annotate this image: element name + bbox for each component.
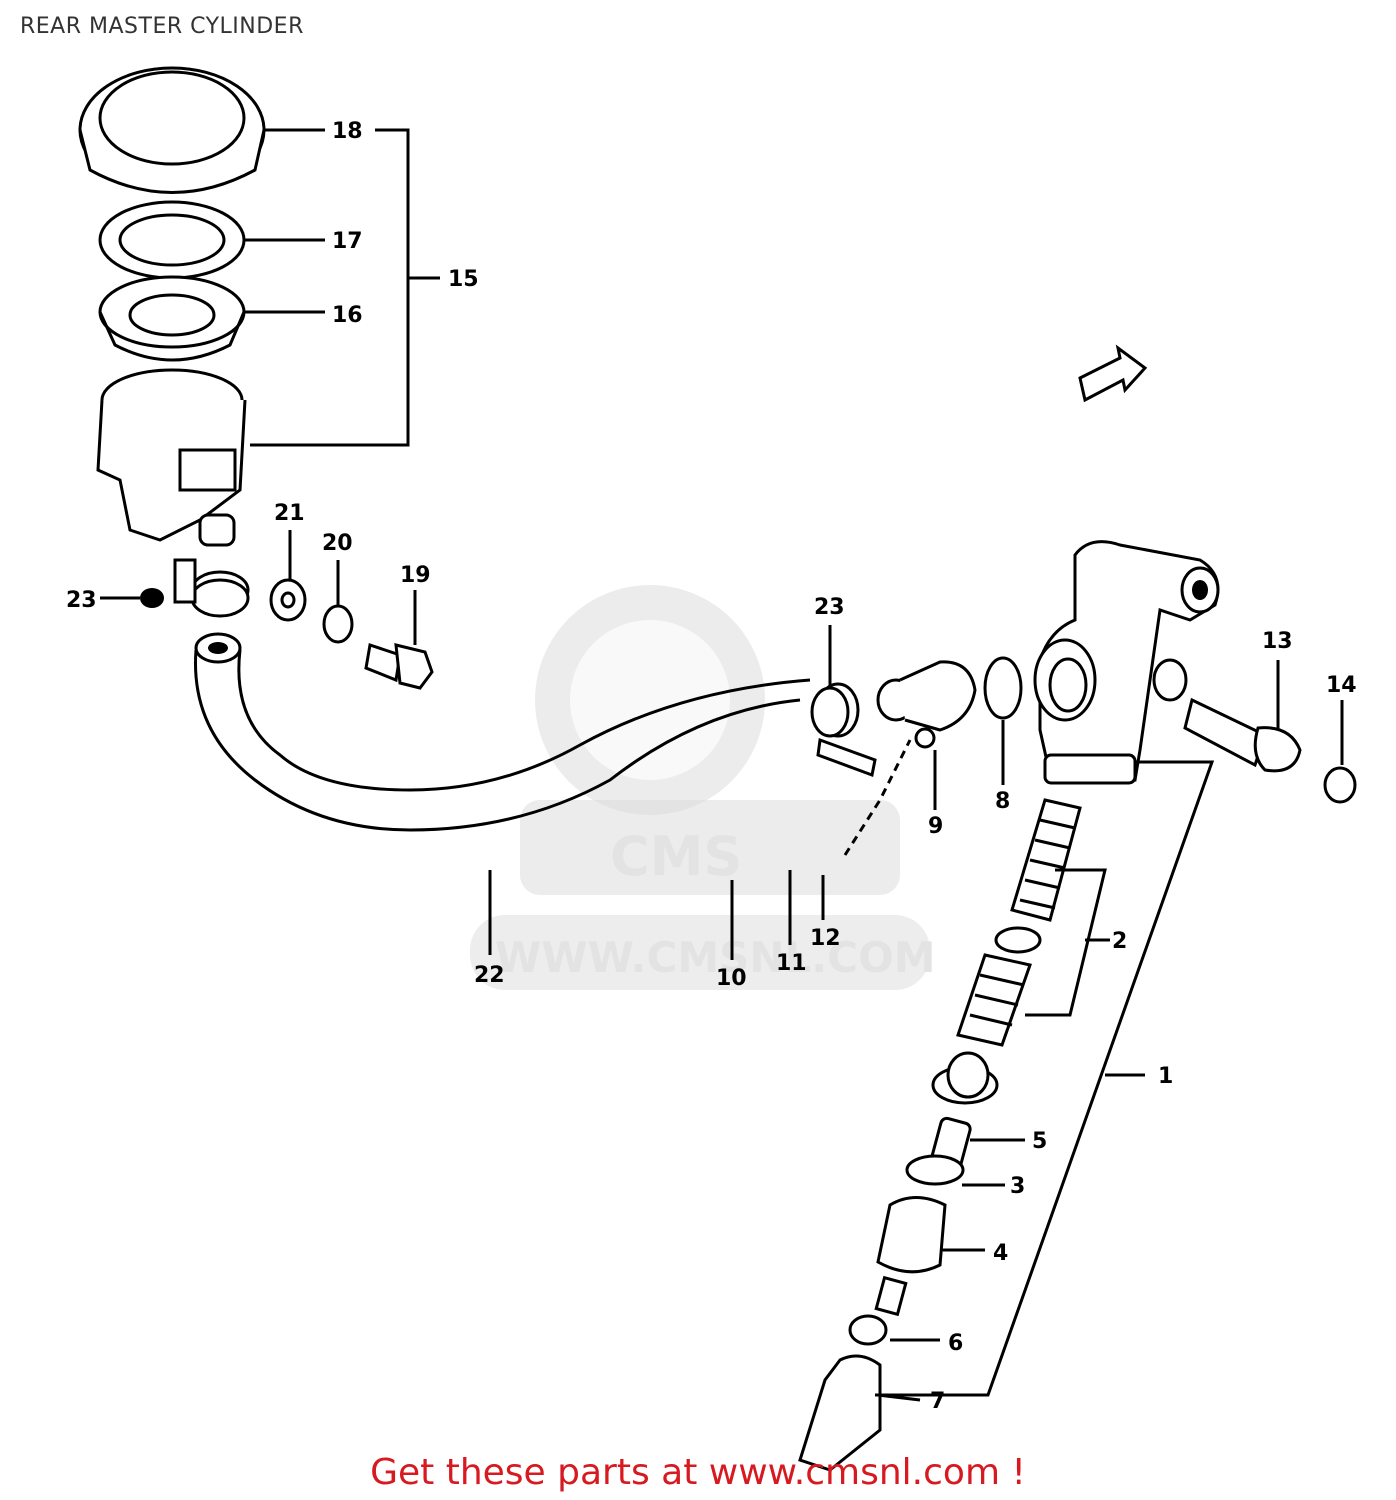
watermark-url: WWW.CMSNL.COM [495, 933, 936, 982]
reservoir-hose [193, 632, 811, 832]
part-label: 14 [1326, 673, 1357, 698]
o-ring [983, 656, 1023, 720]
part-label: 8 [995, 789, 1010, 814]
part-label: 23 [814, 595, 845, 620]
part-label: 9 [928, 814, 943, 839]
part-label: 4 [993, 1241, 1008, 1266]
hose-clamp-right [810, 682, 877, 778]
piston-stopper [931, 1051, 999, 1105]
part-label: 5 [1032, 1129, 1047, 1154]
cup-seal [994, 926, 1042, 954]
master-cylinder-body [1033, 540, 1220, 785]
mounting-bolt [1183, 697, 1302, 773]
part-labels: 1 2 3 4 5 6 7 8 9 10 11 12 13 14 15 16 1… [66, 119, 1357, 1414]
diagram-title: REAR MASTER CYLINDER [20, 14, 304, 39]
clevis [798, 1354, 882, 1472]
part-label: 11 [776, 951, 807, 976]
part-label: 13 [1262, 629, 1293, 654]
footer-link[interactable]: Get these parts at www.cmsnl.com ! [370, 1452, 1026, 1493]
part-label: 20 [322, 531, 353, 556]
watermark-logo: CMS [610, 825, 742, 888]
part-label: 15 [448, 267, 479, 292]
part-label: 6 [948, 1331, 963, 1356]
part-label: 16 [332, 303, 363, 328]
hose-connector [876, 660, 977, 749]
part-label: 12 [810, 926, 841, 951]
part-label: 7 [930, 1389, 945, 1414]
lock-nut [848, 1314, 888, 1346]
reservoir-cap [78, 66, 266, 194]
reservoir-bolt [364, 643, 434, 690]
spring [1010, 798, 1082, 922]
front-arrow-icon [1078, 344, 1148, 403]
push-rod-thread [874, 1275, 908, 1317]
bolt-cap [1323, 766, 1357, 804]
diaphragm-plate [98, 200, 246, 280]
washer [269, 578, 307, 622]
diaphragm [98, 275, 246, 362]
piston [956, 953, 1032, 1047]
part-label: 2 [1112, 929, 1127, 954]
part-label: 21 [274, 501, 305, 526]
part-label: 19 [400, 563, 431, 588]
push-rod-guide [876, 1196, 947, 1274]
watermark: CMS WWW.CMSNL.COM [470, 585, 936, 990]
part-label: 22 [474, 963, 505, 988]
part-label: 18 [332, 119, 363, 144]
leader-lines [100, 128, 1344, 1402]
hose-clamp-left [140, 558, 250, 618]
reservoir-body [96, 368, 247, 547]
part-label: 3 [1010, 1174, 1025, 1199]
part-label: 1 [1158, 1064, 1173, 1089]
lock-washer [322, 604, 354, 644]
part-label: 10 [716, 966, 747, 991]
part-label: 17 [332, 229, 363, 254]
part-label: 23 [66, 588, 97, 613]
circlip [905, 1154, 965, 1186]
